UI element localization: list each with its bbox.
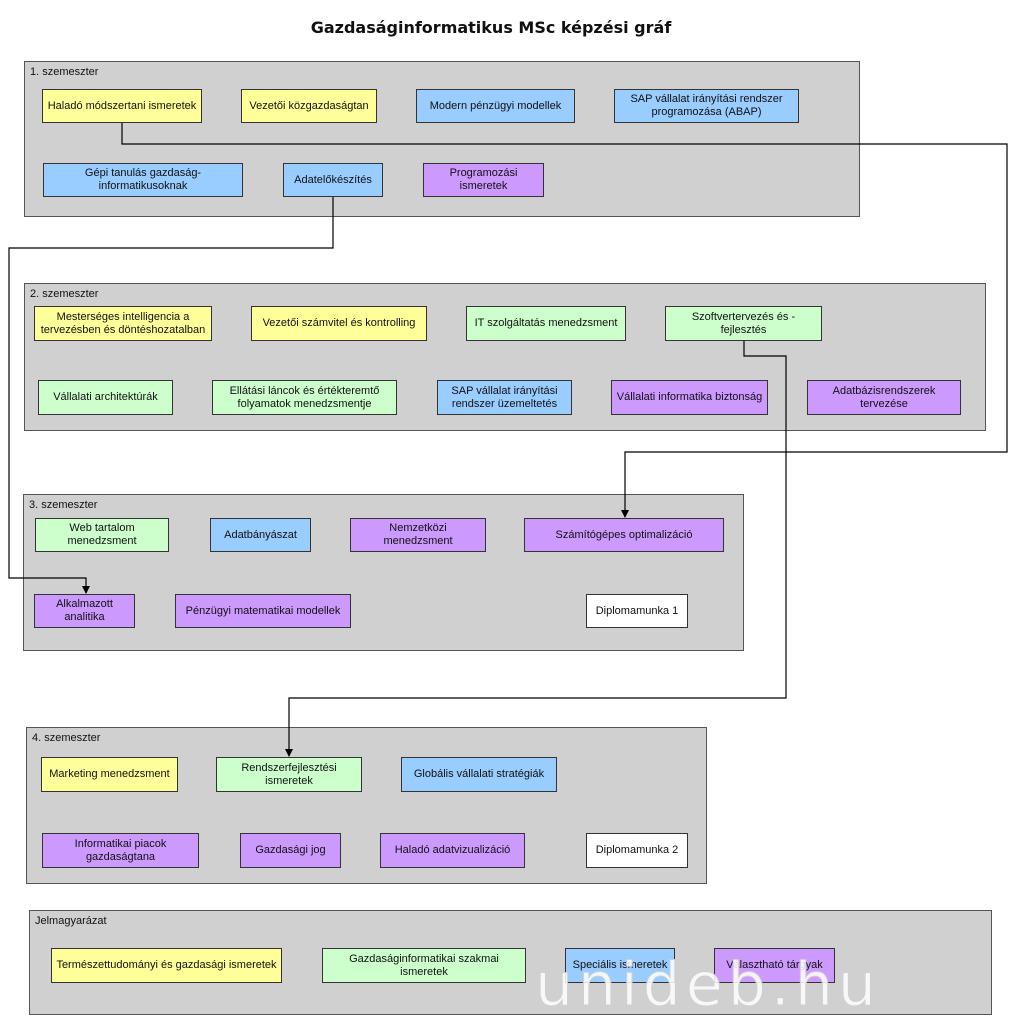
course-box: Haladó adatvizualizáció	[380, 833, 525, 868]
course-box: Marketing menedzsment	[41, 757, 178, 792]
diagram-title: Gazdaságinformatikus MSc képzési gráf	[310, 18, 672, 37]
semester-label: 1. szemeszter	[30, 66, 99, 78]
course-box: Adatelőkészítés	[283, 163, 383, 197]
course-box: Rendszerfejlesztési ismeretek	[216, 757, 362, 792]
course-box: Globális vállalati stratégiák	[401, 757, 557, 792]
legend-item: Speciális ismeretek	[565, 948, 675, 983]
course-box: Alkalmazott analitika	[34, 594, 135, 628]
course-box: Mesterséges intelligencia a tervezésben …	[34, 306, 212, 341]
course-box: Informatikai piacok gazdaságtana	[42, 833, 199, 868]
course-box: Vezetői számvitel és kontrolling	[251, 306, 427, 341]
course-box: Programozási ismeretek	[423, 163, 544, 197]
course-box: IT szolgáltatás menedzsment	[466, 306, 626, 341]
course-box: Számítógépes optimalizáció	[524, 518, 724, 552]
course-box: Adatbázisrendszerek tervezése	[807, 380, 961, 415]
course-box: Diplomamunka 2	[586, 833, 688, 868]
course-box: Vállalati informatika biztonság	[611, 380, 768, 415]
semester-label: 3. szemeszter	[29, 499, 98, 511]
legend-item: Választható tárgyak	[714, 948, 835, 983]
course-box: Vállalati architektúrák	[38, 380, 173, 415]
course-box: SAP vállalat irányítási rendszer program…	[614, 89, 799, 123]
course-box: Szoftvertervezés és -fejlesztés	[665, 306, 822, 341]
course-box: Nemzetközi menedzsment	[350, 518, 486, 552]
course-box: Gazdasági jog	[240, 833, 341, 868]
semester-label: 2. szemeszter	[30, 288, 99, 300]
course-box: Pénzügyi matematikai modellek	[175, 594, 351, 628]
course-box: Haladó módszertani ismeretek	[42, 89, 202, 123]
legend-item: Gazdaságinformatikai szakmai ismeretek	[322, 948, 526, 983]
legend-label: Jelmagyarázat	[35, 915, 107, 927]
course-box: Adatbányászat	[210, 518, 311, 552]
course-box: Gépi tanulás gazdaság-informatikusoknak	[43, 163, 243, 197]
semester-label: 4. szemeszter	[32, 732, 101, 744]
watermark-logo: unideb.hu	[535, 950, 881, 1021]
course-box: SAP vállalat irányítási rendszer üzemelt…	[437, 380, 572, 415]
course-box: Web tartalom menedzsment	[35, 518, 169, 552]
legend-item: Természettudományi és gazdasági ismerete…	[51, 948, 282, 983]
course-box: Vezetői közgazdaságtan	[241, 89, 377, 123]
course-box: Diplomamunka 1	[586, 594, 688, 628]
course-box: Modern pénzügyi modellek	[416, 89, 575, 123]
course-box: Ellátási láncok és értékteremtő folyamat…	[212, 380, 397, 415]
